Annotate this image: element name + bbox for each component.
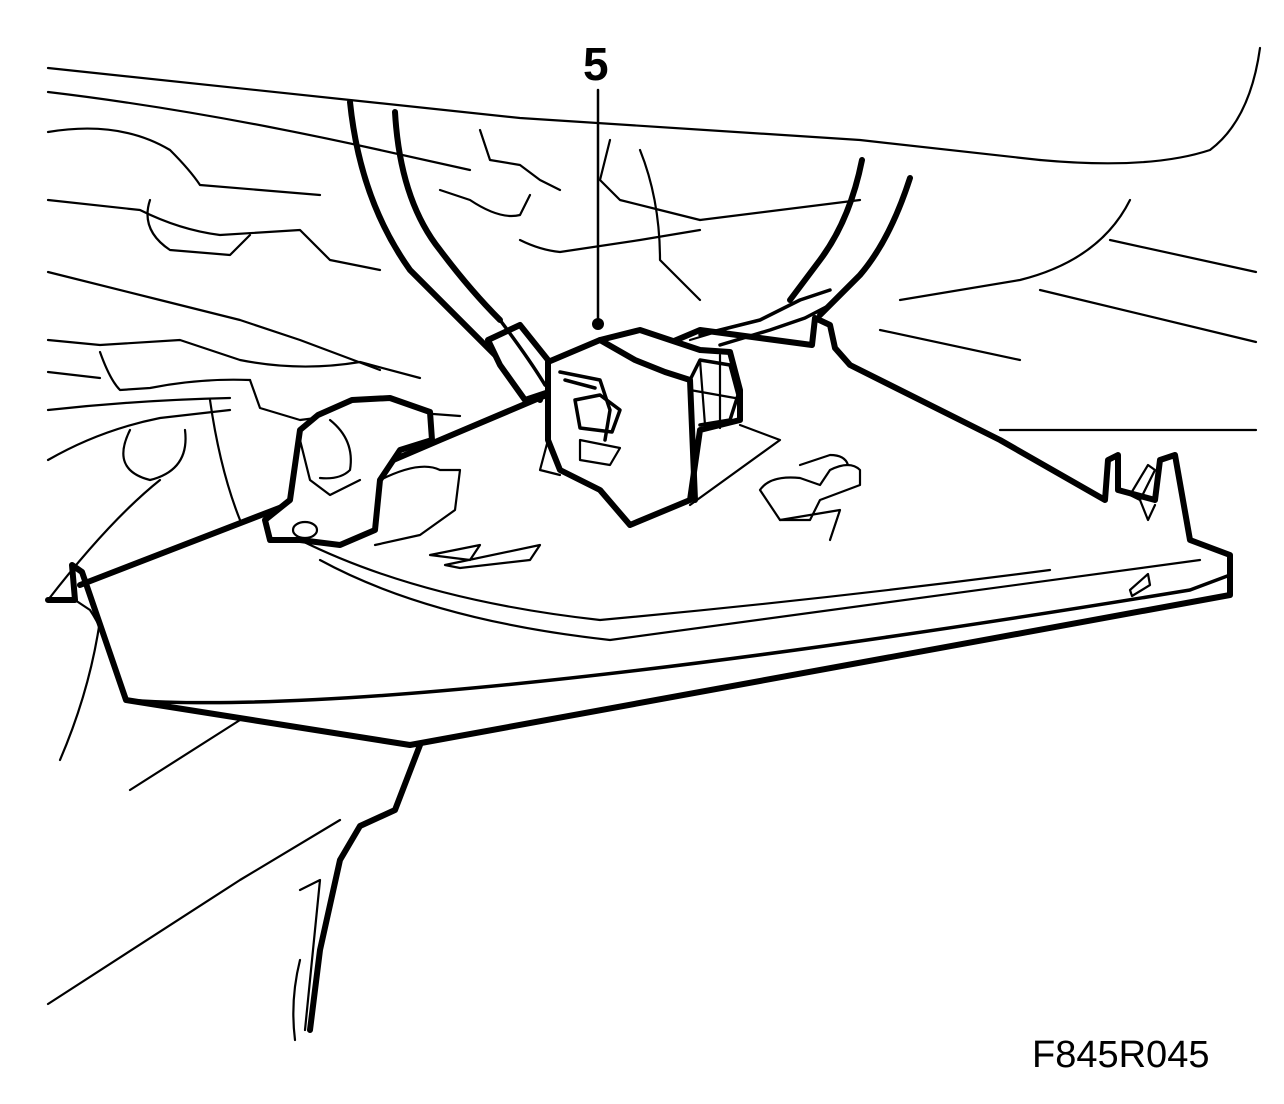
electrical-connector xyxy=(538,327,782,528)
callout-5: 5 xyxy=(583,38,609,330)
mounting-bracket xyxy=(262,395,462,548)
wiring-harness xyxy=(347,99,913,403)
lower-trim-panel xyxy=(307,742,423,1033)
figure-code: F845R045 xyxy=(1032,1034,1210,1076)
background-structure xyxy=(46,46,1262,1042)
callout-label: 5 xyxy=(583,38,609,90)
fuse-holder-tray xyxy=(45,315,1233,748)
